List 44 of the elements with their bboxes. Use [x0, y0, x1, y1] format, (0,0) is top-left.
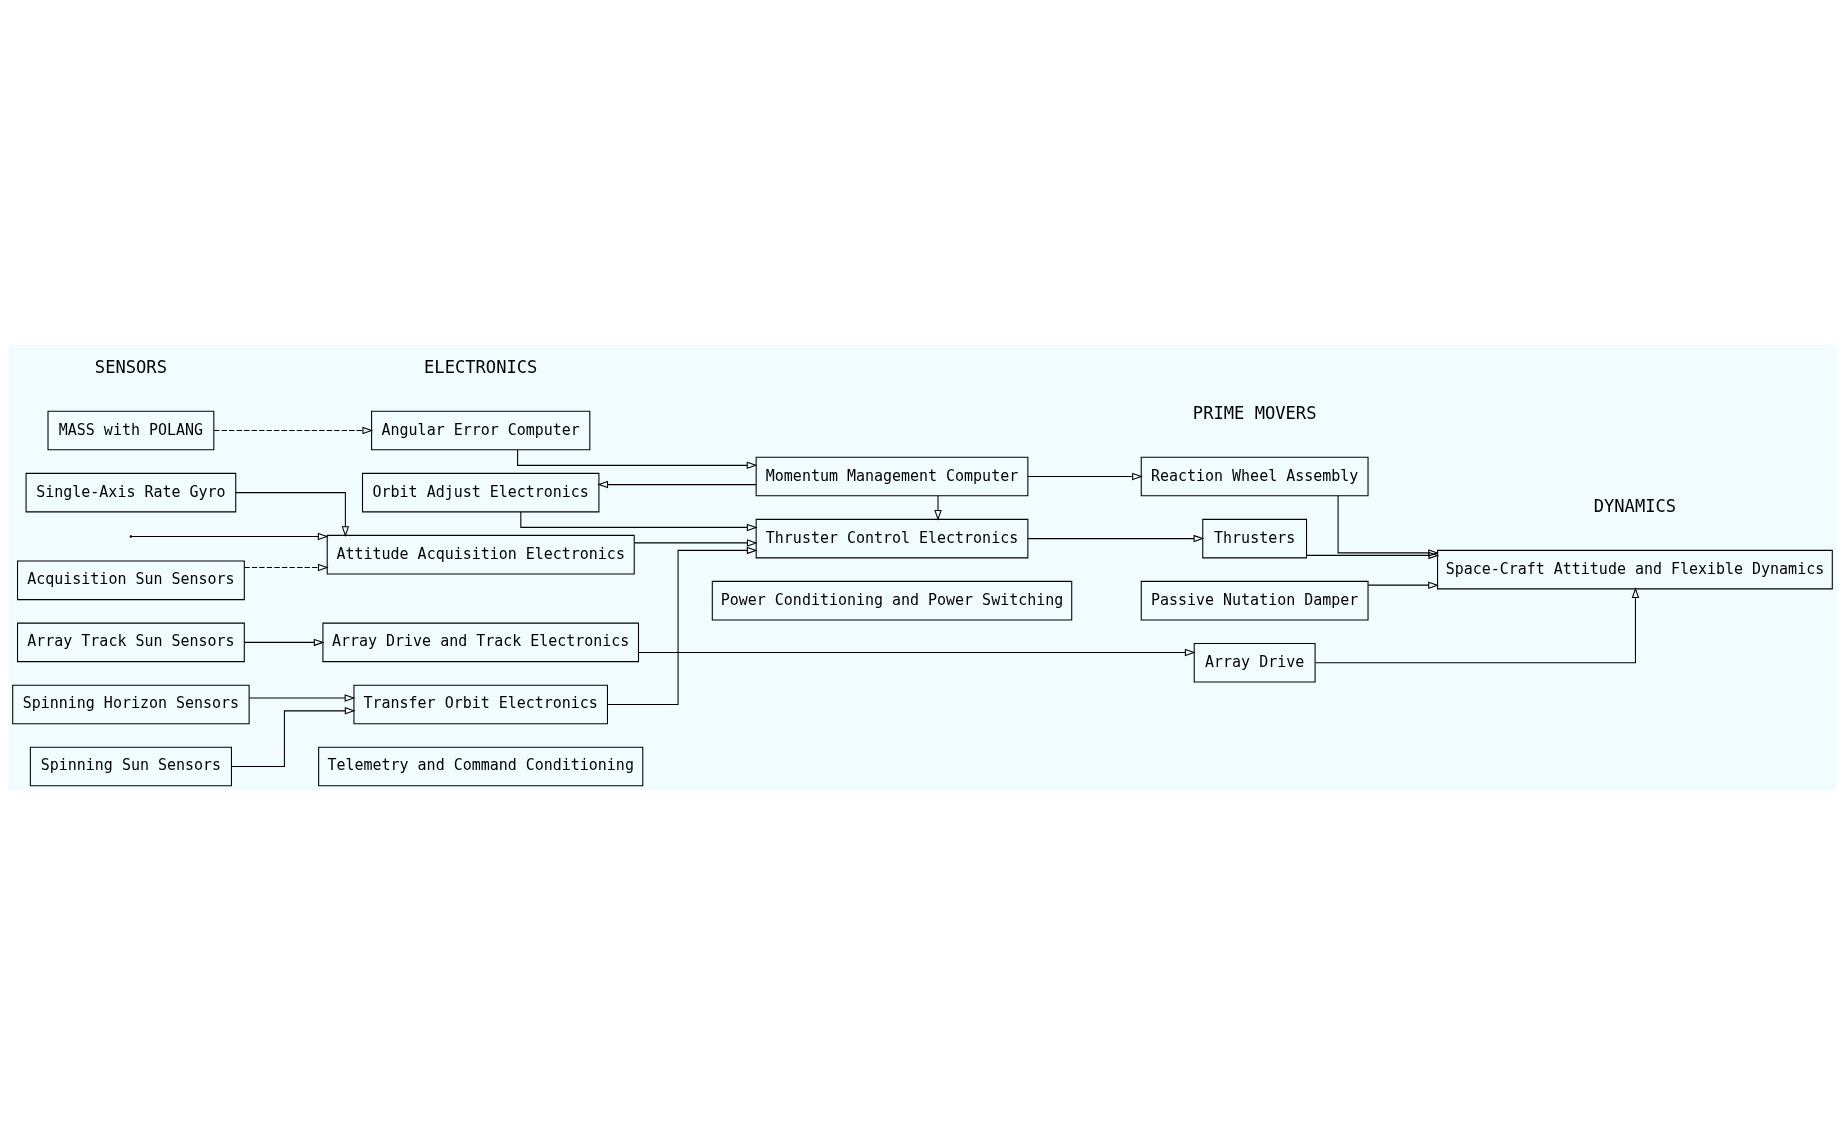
- arrow: [231, 706, 356, 767]
- label: ELECTRONICS: [424, 356, 538, 377]
- node-box: Thruster Control Electronics: [755, 518, 1029, 558]
- arrow: [243, 563, 329, 571]
- arrow: [235, 491, 350, 537]
- node-box: Momentum Management Computer: [755, 456, 1029, 496]
- node-box: Power Conditioning and Power Switching: [711, 580, 1073, 620]
- node-box: Space-Craft Attitude and Flexible Dynamics: [1437, 549, 1833, 589]
- node-box: Orbit Adjust Electronics: [361, 472, 600, 512]
- node-box: Attitude Acquisition Electronics: [326, 534, 635, 574]
- node-box: Array Drive and Track Electronics: [322, 622, 640, 662]
- node-box: Transfer Orbit Electronics: [353, 684, 608, 724]
- arrow: [131, 532, 329, 540]
- node-box: Passive Nutation Damper: [1140, 580, 1369, 620]
- label: SENSORS: [94, 356, 167, 377]
- node-box: Thrusters: [1202, 518, 1308, 558]
- arrow: [517, 448, 758, 469]
- arrow: [633, 538, 758, 547]
- node-box: Spinning Sun Sensors: [29, 746, 232, 786]
- arrow: [1306, 551, 1440, 559]
- arrow: [243, 638, 325, 646]
- arrow: [1027, 472, 1143, 480]
- node-box: Array Track Sun Sensors: [17, 622, 245, 662]
- arrow: [597, 480, 757, 488]
- arrow: [1027, 534, 1205, 542]
- node-box: Array Drive: [1193, 642, 1316, 682]
- arrow: [213, 426, 374, 434]
- arrow: [248, 693, 356, 702]
- node-box: Reaction Wheel Assembly: [1140, 456, 1369, 496]
- node-box: Acquisition Sun Sensors: [17, 560, 245, 600]
- arrow: [1314, 586, 1640, 663]
- node-box: Angular Error Computer: [371, 410, 591, 450]
- node-box: MASS with POLANG: [47, 410, 215, 450]
- arrow: [607, 546, 758, 705]
- label: DYNAMICS: [1593, 495, 1677, 516]
- node-box: Single-Axis Rate Gyro: [25, 472, 237, 512]
- label: PRIME MOVERS: [1192, 402, 1317, 423]
- node-box: Spinning Horizon Sensors: [12, 684, 250, 724]
- arrow: [934, 494, 942, 521]
- arrow: [638, 648, 1196, 656]
- arrow: [1367, 580, 1439, 589]
- node-box: Telemetry and Command Conditioning: [318, 746, 644, 786]
- arrow: [520, 511, 758, 531]
- arrow: [1337, 494, 1439, 557]
